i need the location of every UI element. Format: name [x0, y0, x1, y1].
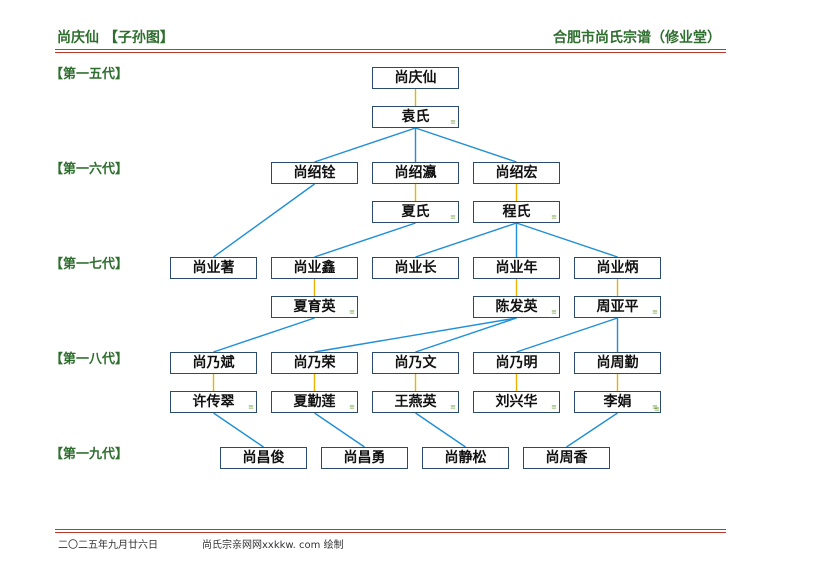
- spouse-marker: ≡: [551, 213, 557, 221]
- parent-child-link: [213, 317, 315, 353]
- person-name: 尚庆仙: [394, 70, 437, 86]
- person-name: 周亚平: [596, 299, 639, 315]
- person-name: 尚业炳: [596, 260, 639, 276]
- person-node: 尚乃荣: [271, 352, 358, 374]
- person-node: 尚业炳: [574, 257, 661, 279]
- person-name: 尚周勤: [596, 355, 639, 371]
- person-name: 尚绍铨: [293, 165, 336, 181]
- parent-child-link: [213, 183, 315, 258]
- person-name: 尚业长: [394, 260, 437, 276]
- person-node: 尚业著: [170, 257, 257, 279]
- person-node: 尚业长: [372, 257, 459, 279]
- person-name: 程氏: [502, 204, 531, 220]
- spouse-marker: ≡: [450, 403, 456, 411]
- person-node: 夏勤莲 ≡: [271, 391, 358, 413]
- person-name: 尚业年: [495, 260, 538, 276]
- person-name: 夏氏: [401, 204, 430, 220]
- person-node: 周亚平 ≡: [574, 296, 661, 318]
- spouse-marker: ≡: [652, 308, 658, 316]
- parent-child-link: [415, 222, 517, 258]
- page-title: 尚庆仙 【子孙图】: [57, 30, 174, 46]
- person-name: 袁氏: [401, 109, 430, 125]
- person-name: 尚业鑫: [293, 260, 336, 276]
- spouse-marker: ≡: [450, 213, 456, 221]
- person-name: 夏育英: [293, 299, 336, 315]
- person-name: 尚静松: [444, 450, 487, 466]
- generation-label-15: 【第一五代】: [50, 67, 129, 82]
- person-node: 王燕英 ≡: [372, 391, 459, 413]
- person-node: 尚绍铨: [271, 162, 358, 184]
- person-node: 尚昌勇: [321, 447, 408, 469]
- person-node: 尚业鑫: [271, 257, 358, 279]
- person-node: 程氏 ≡: [473, 201, 560, 223]
- person-name: 尚昌俊: [242, 450, 285, 466]
- spouse-marker: ≡: [349, 403, 355, 411]
- parent-child-link: [314, 127, 416, 163]
- spouse-marker: ≡: [654, 405, 660, 413]
- person-node: 尚乃明: [473, 352, 560, 374]
- person-name: 李娟: [603, 394, 632, 410]
- person-name: 尚乃荣: [293, 355, 336, 371]
- generation-label-17: 【第一七代】: [50, 257, 129, 272]
- person-node: 尚周香: [523, 447, 610, 469]
- parent-child-link: [314, 317, 517, 353]
- person-name: 夏勤莲: [293, 394, 336, 410]
- genealogy-book-title: 合肥市尚氏宗谱（修业堂）: [553, 30, 721, 46]
- parent-child-link: [314, 412, 365, 448]
- generation-label-18: 【第一八代】: [50, 352, 129, 367]
- generation-label-16: 【第一六代】: [50, 162, 129, 177]
- person-name: 陈发英: [495, 299, 538, 315]
- person-name: 尚绍瀛: [394, 165, 437, 181]
- person-node: 尚昌俊: [220, 447, 307, 469]
- spouse-marker: ≡: [652, 403, 658, 411]
- footer-rule-bottom: [55, 532, 726, 533]
- person-node: 尚静松: [422, 447, 509, 469]
- person-node: 刘兴华 ≡: [473, 391, 560, 413]
- person-name: 许传翠: [192, 394, 235, 410]
- person-name: 刘兴华: [495, 394, 538, 410]
- person-name: 尚昌勇: [343, 450, 386, 466]
- person-node: 尚绍宏: [473, 162, 560, 184]
- person-node: 尚业年: [473, 257, 560, 279]
- parent-child-link: [213, 412, 264, 448]
- parent-child-link: [516, 222, 618, 258]
- footer-rule-top: [55, 529, 726, 530]
- header-rule-bottom: [55, 52, 726, 53]
- person-node: 袁氏 ≡: [372, 106, 459, 128]
- parent-child-link: [415, 412, 466, 448]
- header-rule-top: [55, 49, 726, 50]
- person-node: 尚周勤: [574, 352, 661, 374]
- person-node: 陈发英 ≡: [473, 296, 560, 318]
- person-name: 尚乃斌: [192, 355, 235, 371]
- parent-child-link: [415, 127, 517, 163]
- person-node: 夏氏 ≡: [372, 201, 459, 223]
- drawing-credit: 尚氏宗亲网网xxkkw. com 绘制: [202, 540, 344, 551]
- person-node: 许传翠 ≡: [170, 391, 257, 413]
- person-node: 夏育英 ≡: [271, 296, 358, 318]
- person-name: 尚业著: [192, 260, 235, 276]
- person-name: 尚绍宏: [495, 165, 538, 181]
- generation-label-19: 【第一九代】: [50, 447, 129, 462]
- person-name: 尚乃文: [394, 355, 437, 371]
- parent-child-link: [566, 412, 618, 448]
- person-node: 尚绍瀛: [372, 162, 459, 184]
- spouse-marker: ≡: [551, 308, 557, 316]
- person-name: 王燕英: [394, 394, 437, 410]
- spouse-marker: ≡: [551, 403, 557, 411]
- spouse-marker: ≡: [248, 403, 254, 411]
- parent-child-link: [415, 317, 517, 353]
- spouse-marker: ≡: [349, 308, 355, 316]
- person-node: 尚乃斌: [170, 352, 257, 374]
- parent-child-link: [314, 222, 416, 258]
- person-name: 尚周香: [545, 450, 588, 466]
- spouse-marker: ≡: [450, 118, 456, 126]
- person-name: 尚乃明: [495, 355, 538, 371]
- person-node: 尚庆仙: [372, 67, 459, 89]
- parent-child-link: [516, 317, 618, 353]
- person-node: 李娟 ≡: [574, 391, 661, 413]
- drawing-date: 二〇二五年九月廿六日: [58, 540, 158, 551]
- person-node: 尚乃文: [372, 352, 459, 374]
